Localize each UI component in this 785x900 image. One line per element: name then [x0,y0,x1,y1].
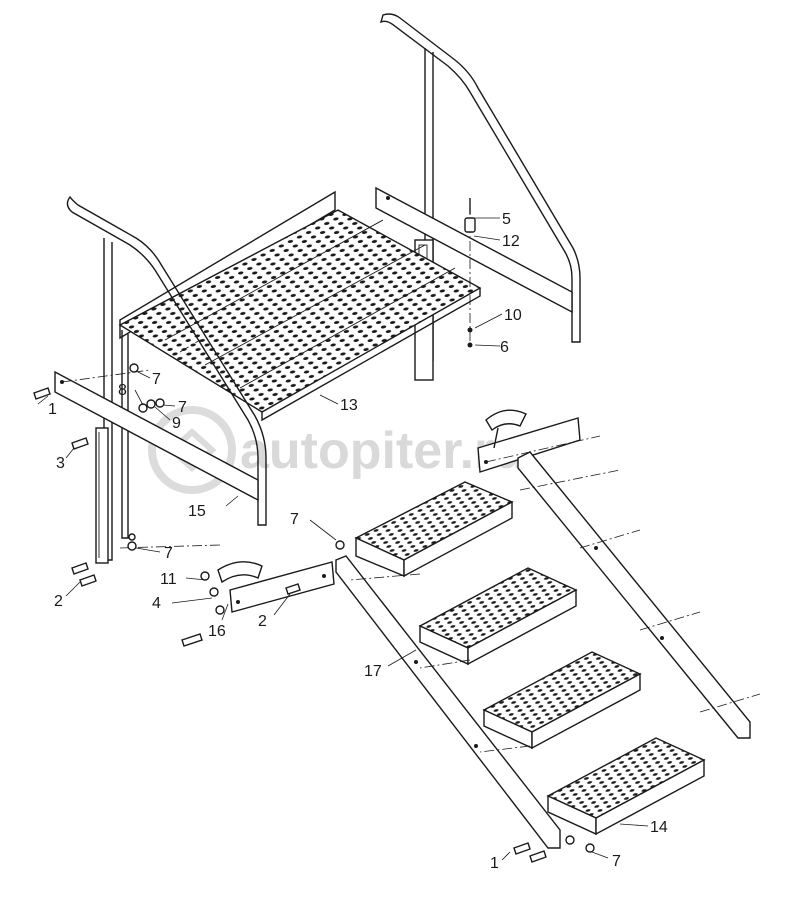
upper-platform-assembly [54,13,581,564]
callout-6: 6 [500,339,509,356]
leader-lines [37,217,649,861]
callout-labels: 5 12 10 6 7 8 7 9 1 13 3 15 7 7 11 4 2 2… [48,211,668,872]
callout-3: 3 [56,455,65,472]
tread-4 [546,737,706,836]
callout-7-stringer: 7 [290,511,299,528]
callout-1-bottom: 1 [490,855,499,872]
callout-4: 4 [152,595,161,612]
callout-7-left: 7 [164,545,173,562]
callout-2-mid: 2 [258,613,267,630]
callout-1-top: 1 [48,401,57,418]
callout-2-left: 2 [54,593,63,610]
tread-3 [482,651,642,750]
callout-12: 12 [502,233,520,250]
tread-2 [418,567,578,666]
watermark-logo-icon [148,406,236,494]
callout-9: 9 [172,415,181,432]
callout-15: 15 [188,503,206,520]
watermark: autopiter.ru [148,406,526,494]
callout-13: 13 [340,397,358,414]
stair-treads [354,481,706,836]
callout-7-washer: 7 [178,399,187,416]
callout-14: 14 [650,819,668,836]
tread-1 [354,481,514,578]
callout-10: 10 [504,307,522,324]
callout-11: 11 [160,571,177,588]
fasteners [33,198,595,863]
callout-7-bottom: 7 [612,853,621,870]
callout-17: 17 [364,663,382,680]
callout-7-platform: 7 [152,371,161,388]
callout-16: 16 [208,623,226,640]
stair-assembly [217,409,751,849]
callout-8: 8 [118,382,127,399]
callout-5: 5 [502,211,511,228]
